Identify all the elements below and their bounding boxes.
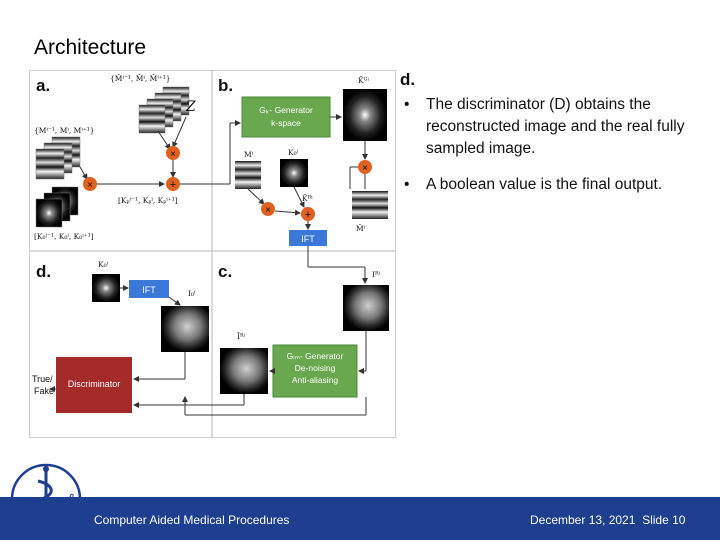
- plus-symbol: +: [170, 179, 176, 191]
- mask-image-b: [235, 161, 261, 189]
- mask-mi-label: Mⁱ: [244, 150, 254, 159]
- panel-label-c: c.: [218, 262, 232, 281]
- irhat-label: Îᴿⁱ: [237, 332, 246, 341]
- kspace-stack-a: [35, 186, 79, 228]
- kr-label: K̂ᴿⁱ: [302, 194, 313, 203]
- bullet-dot-1: •: [404, 96, 410, 113]
- panel-d-heading: d.: [400, 70, 416, 89]
- footer-institution: Computer Aided Medical Procedures: [94, 513, 290, 527]
- ift-box-d: [129, 280, 169, 298]
- kp-set-label: [Kₚⁱ⁻¹, Kₚⁱ, Kₚⁱ⁺¹]: [118, 196, 178, 205]
- reconstructed-image-ir: [343, 285, 389, 331]
- kspace-generator-sublabel: k-space: [271, 118, 301, 128]
- k0-label-d: K₀ⁱ: [98, 260, 109, 269]
- multiply-symbol-4: ×: [265, 205, 271, 216]
- add-operator-b: [301, 207, 315, 221]
- multiply-symbol-3: ×: [362, 163, 368, 174]
- undersampled-mask-stack: [138, 86, 190, 134]
- kspace-image-d: [92, 274, 120, 302]
- panel-label-b: b.: [218, 76, 233, 95]
- bullet-item-2: • A boolean value is the final output.: [400, 174, 700, 196]
- bullet-dot-2: •: [404, 176, 410, 193]
- ift-label-b: IFT: [301, 234, 315, 244]
- true-fake-label-1: True/: [32, 374, 53, 384]
- mhat-set-label: {M̂ⁱ⁻¹, M̂ⁱ, M̂ⁱ⁺¹}: [110, 74, 171, 83]
- ift-label-d: IFT: [142, 285, 156, 295]
- kspace-generator-box: [241, 96, 331, 138]
- panel-d-description: d. • The discriminator (D) obtains the r…: [400, 70, 700, 196]
- ir-label: Iᴿⁱ: [372, 270, 381, 279]
- slide-title: Architecture: [34, 36, 147, 59]
- plus-symbol-2: +: [305, 209, 311, 221]
- image-generator-box: [272, 344, 358, 398]
- footer-date: December 13, 2021: [530, 513, 636, 527]
- image-generator-sublabel-2: Anti-aliasing: [292, 375, 339, 385]
- bullet-text-2: A boolean value is the final output.: [426, 176, 663, 193]
- kspace-generator-label: Gₖ- Generator: [259, 105, 313, 115]
- multiply-symbol: ×: [170, 149, 176, 160]
- add-operator-a: [166, 177, 180, 191]
- discriminator-box: [56, 357, 132, 413]
- mask-stack: [35, 136, 81, 180]
- fully-sampled-image-i0: [161, 306, 209, 352]
- multiply-symbol-2: ×: [87, 180, 93, 191]
- multiply-operator-a1: [166, 146, 180, 160]
- architecture-diagram: a. {M̂ⁱ⁻¹, M̂ⁱ, M̂ⁱ⁺¹} Z {Mⁱ⁻¹, Mⁱ, Mⁱ⁺¹…: [30, 71, 395, 437]
- architecture-figure: a. {M̂ⁱ⁻¹, M̂ⁱ, M̂ⁱ⁺¹} Z {Mⁱ⁻¹, Mⁱ, Mⁱ⁺¹…: [29, 70, 396, 438]
- undersampled-mask-b: [352, 191, 388, 219]
- generated-kspace-image: [343, 89, 387, 141]
- mhat-label-b: M̂ⁱ: [356, 224, 366, 233]
- image-generator-label: Gᵢₘ- Generator: [287, 351, 344, 361]
- noise-z-label: Z: [185, 99, 196, 115]
- panel-label-d: d.: [36, 262, 51, 281]
- footer-date-slide: December 13, 2021 Slide 10: [530, 513, 685, 527]
- i0-label: I₀ⁱ: [188, 289, 196, 298]
- discriminator-label: Discriminator: [68, 379, 121, 389]
- mask-set-label: {Mⁱ⁻¹, Mⁱ, Mⁱ⁺¹}: [34, 126, 95, 135]
- image-generator-sublabel-1: De-noising: [295, 363, 336, 373]
- true-fake-label-2: Fake: [34, 386, 54, 396]
- k0-set-label: [K₀ⁱ⁻¹, K₀ⁱ, K₀ⁱ⁺¹]: [34, 232, 94, 241]
- multiply-operator-a2: [83, 177, 97, 191]
- multiply-operator-b2: [261, 202, 275, 216]
- kspace-image-b: [280, 159, 308, 187]
- ift-box-b: [289, 230, 327, 246]
- kg-label: K̂ᴳⁱ: [358, 76, 369, 85]
- camp-logo-icon: CAMP: [10, 463, 82, 535]
- k0-label-b: K₀ⁱ: [288, 148, 299, 157]
- footer-slide-number: Slide 10: [642, 513, 686, 527]
- bullet-item-1: • The discriminator (D) obtains the reco…: [400, 94, 700, 160]
- bullet-text-1: The discriminator (D) obtains the recons…: [426, 96, 685, 157]
- camp-logo: CAMP: [8, 455, 88, 540]
- multiply-operator-b1: [358, 160, 372, 174]
- panel-label-a: a.: [36, 76, 50, 95]
- refined-image-irhat: [220, 348, 268, 394]
- footer-bar: [0, 497, 720, 540]
